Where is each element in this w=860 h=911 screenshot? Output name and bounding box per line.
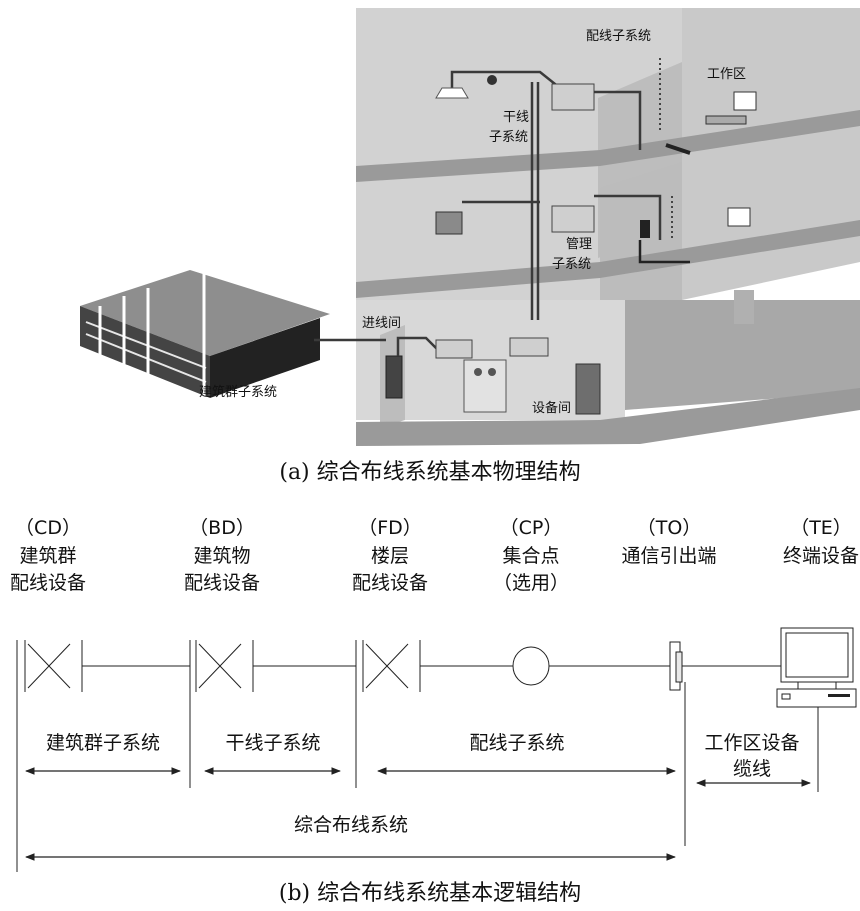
cabinet-icon [463, 359, 507, 413]
node-cp-line2: （选用） [493, 572, 569, 594]
camera-icon [487, 75, 497, 85]
mid-outlet-icon [640, 220, 650, 238]
label-admin-line1: 管理 [566, 237, 592, 252]
campus-building-pillars [98, 272, 206, 400]
label-backbone-line2: 子系统 [489, 130, 528, 145]
entrance-box-icon [385, 355, 403, 399]
node-cd-line1: 建筑群 [19, 545, 76, 567]
te-computer-icon [776, 627, 857, 708]
top-floor-patch-panel [551, 83, 595, 111]
segment-label-work-area-line2: 缆线 [733, 758, 771, 780]
segment-label-work-area-line1: 工作区设备 [704, 732, 799, 754]
ground-patch-panel-2 [509, 337, 549, 357]
ground-patch-panel-1 [435, 339, 473, 359]
mid-computer-icon [727, 207, 751, 227]
entrance-cable [396, 336, 441, 356]
label-work-area-physical: 工作区 [707, 67, 746, 82]
campus-building-front [80, 306, 210, 398]
node-cp-code: （CP） [500, 517, 563, 539]
label-backbone-line1: 干线 [503, 110, 529, 125]
segment-label-horizontal: 配线子系统 [469, 732, 564, 754]
server-rack-icon [575, 363, 601, 415]
node-bd-line1: 建筑物 [193, 545, 250, 567]
caption-logical: (b) 综合布线系统基本逻辑结构 [279, 881, 581, 906]
phone-icon [665, 143, 691, 155]
node-fd-line2: 配线设备 [352, 572, 428, 594]
floor-slab-mid [356, 220, 860, 298]
mid-outlet-cable [638, 240, 690, 264]
fd-distributor-symbol [362, 640, 421, 692]
to-outlet-symbol [669, 641, 683, 691]
floor-slab-ground [356, 388, 860, 446]
mid-floor-patch-panel [551, 205, 595, 233]
ceiling-lamp-icon [435, 87, 469, 99]
node-to-code: （TO） [637, 517, 702, 539]
node-fd-code: （FD） [358, 517, 422, 539]
physical-structure-illustration: 配线子系统 工作区 干线 子系统 管理 子系统 进线间 设备间 建筑群子系统 [80, 8, 860, 446]
segment-label-overall: 综合布线系统 [294, 814, 408, 836]
cd-distributor-symbol [24, 640, 83, 692]
top-computer-icon [733, 91, 757, 111]
floor-slab-top [356, 110, 860, 182]
logical-node-labels: （CD） 建筑群 配线设备 （BD） 建筑物 配线设备 （FD） 楼层 配线设备… [10, 517, 859, 594]
caption-physical: (a) 综合布线系统基本物理结构 [279, 460, 580, 485]
ground-object-icon [734, 290, 754, 324]
label-admin-line2: 子系统 [552, 257, 591, 272]
node-to-line1: 通信引出端 [621, 545, 716, 567]
mid-device-icon [435, 211, 463, 235]
node-cp-line1: 集合点 [502, 545, 559, 567]
label-horizontal-subsystem-physical: 配线子系统 [586, 29, 651, 44]
segment-label-backbone: 干线子系统 [225, 732, 320, 754]
cp-consolidation-point-symbol [512, 646, 550, 686]
node-te-code: （TE） [790, 517, 852, 539]
ceiling-cable [450, 70, 561, 89]
node-bd-code: （BD） [189, 517, 255, 539]
segment-label-campus: 建筑群子系统 [46, 732, 160, 754]
label-equipment-room: 设备间 [532, 400, 571, 416]
logical-diagram: 建筑群子系统 干线子系统 配线子系统 工作区设备 缆线 综合布线系统 [16, 627, 857, 872]
node-fd-line1: 楼层 [371, 545, 409, 567]
mid-horizontal-cable [594, 194, 662, 240]
node-cd-line2: 配线设备 [10, 572, 86, 594]
node-bd-line2: 配线设备 [184, 572, 260, 594]
building-right-wall [682, 8, 860, 300]
node-te-line1: 终端设备 [783, 545, 859, 567]
bd-distributor-symbol [195, 640, 254, 692]
label-entrance-room: 进线间 [362, 316, 401, 331]
campus-building-side [210, 318, 320, 398]
top-desk-icon [705, 115, 747, 125]
campus-building-windows [85, 321, 207, 383]
label-campus-subsystem-physical: 建筑群子系统 [199, 384, 277, 400]
top-horizontal-cable [594, 90, 642, 150]
node-cd-code: （CD） [15, 517, 81, 539]
ground-right-wall [625, 300, 860, 410]
